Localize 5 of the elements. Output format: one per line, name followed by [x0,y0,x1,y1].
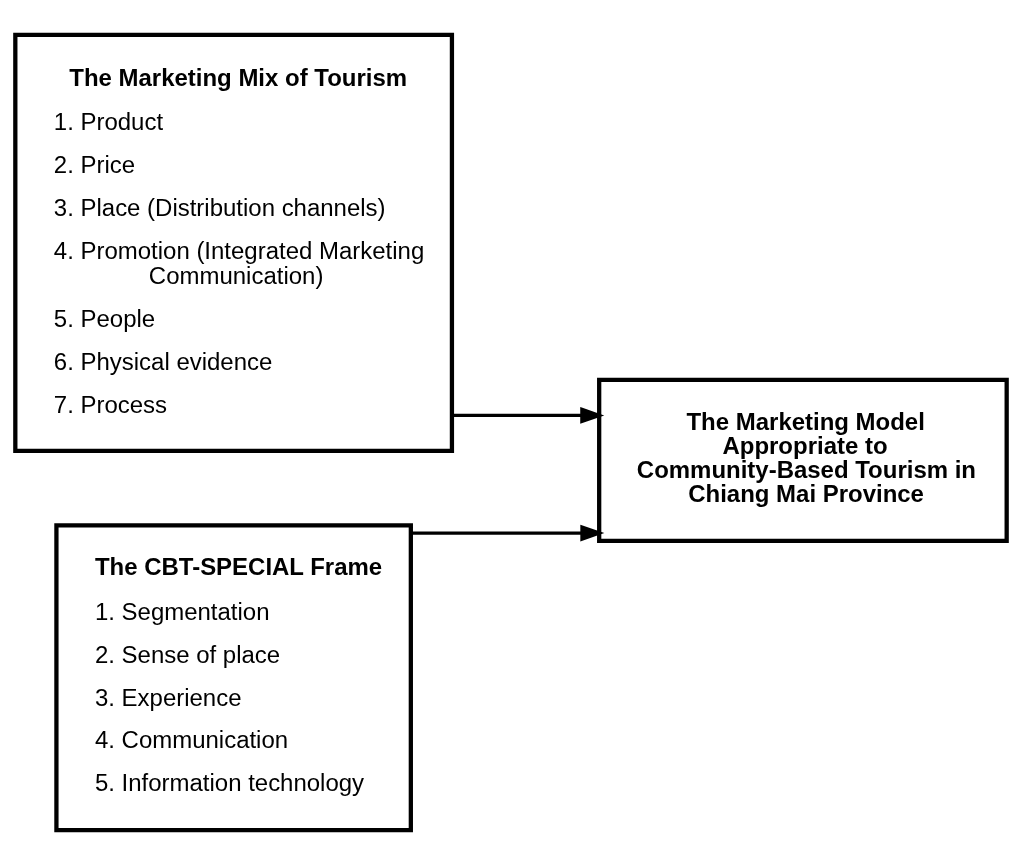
arrow [411,524,605,541]
arrow [452,406,605,424]
node-box: The Marketing Mix of Tourism 1. Product 2. Price 3. Place (Distribution channels) 4. Promotion (Integrated Marketing Communication) 5. People 6. Physical evidence 7. Process [13,32,455,453]
node-box: The CBT-SPECIAL Frame 1. Segmentation 2. Sense of place 3. Experience 4. Communication 5. Information technology [54,522,413,832]
node-box: The Marketing Model Appropriate to Community-Based Tourism in Chiang Mai Province [597,377,1009,543]
